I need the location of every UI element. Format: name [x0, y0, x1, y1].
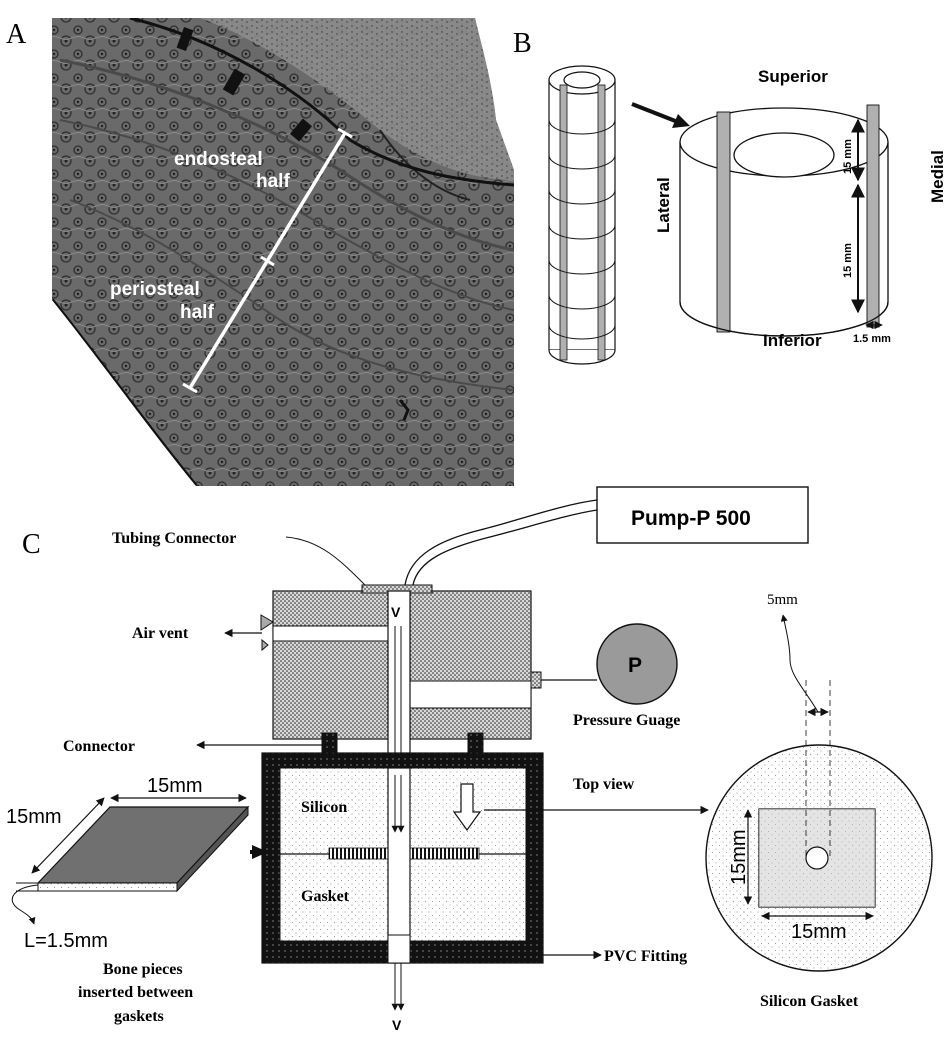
piece-thickness-label: L=1.5mm	[24, 930, 108, 952]
square-side-dim: 15mm	[728, 829, 750, 885]
label-inferior: Inferior	[763, 331, 822, 350]
flow-in-label: V	[391, 604, 401, 620]
label-medial: Medial	[928, 150, 947, 203]
bone-tube-sketch	[548, 65, 616, 365]
pressure-symbol: P	[628, 654, 642, 677]
dim-upper: 15 mm	[842, 139, 854, 174]
connector-label: Connector	[63, 738, 135, 755]
pump-label: Pump-P 500	[631, 507, 751, 530]
tubing-connector-label: Tubing Connector	[112, 530, 236, 547]
label-lateral: Lateral	[654, 177, 673, 233]
pressure-gauge	[596, 623, 678, 705]
caption-line3: gaskets	[114, 1008, 164, 1025]
piece-top-dim: 15mm	[147, 775, 203, 797]
silicon-label: Silicon	[301, 799, 347, 816]
dim-thickness: 1.5 mm	[853, 333, 891, 345]
periosteal-label-line1: periosteal	[110, 279, 200, 300]
pressure-gauge-label: Pressure Guage	[573, 712, 680, 729]
caption-line2: inserted between	[78, 984, 193, 1001]
panel-c: C Pump-P 500 V P Pressure Guage	[6, 486, 933, 1033]
panel-b: B	[513, 28, 947, 365]
pump-box	[596, 486, 809, 544]
top-view-label: Top view	[573, 776, 635, 793]
square-bottom-dim: 15mm	[791, 921, 847, 943]
pvc-fitting-label: PVC Fitting	[604, 948, 687, 965]
magnify-arrow	[631, 102, 684, 126]
panel-a-letter: A	[6, 19, 27, 50]
air-vent-label: Air vent	[132, 625, 189, 642]
panel-a: A endosteal half periosteal half	[6, 18, 514, 486]
bone-section-sketch	[679, 104, 889, 337]
endosteal-label-line2: half	[256, 171, 290, 192]
bone-piece	[36, 805, 250, 893]
flow-out-label: V	[392, 1017, 402, 1033]
dim-lower: 15 mm	[842, 243, 854, 278]
gasket-label: Gasket	[301, 888, 350, 905]
panel-c-letter: C	[22, 529, 41, 560]
label-superior: Superior	[758, 67, 828, 86]
endosteal-label-line1: endosteal	[174, 149, 263, 170]
periosteal-label-line2: half	[180, 302, 214, 323]
hole-dim: 5mm	[767, 592, 798, 608]
micrograph-image	[52, 18, 514, 486]
pvc-fitting	[261, 752, 544, 964]
piece-side-dim: 15mm	[6, 806, 62, 828]
gasket-caption: Silicon Gasket	[760, 993, 859, 1010]
caption-line1: Bone pieces	[103, 961, 183, 978]
panel-b-letter: B	[513, 28, 532, 59]
